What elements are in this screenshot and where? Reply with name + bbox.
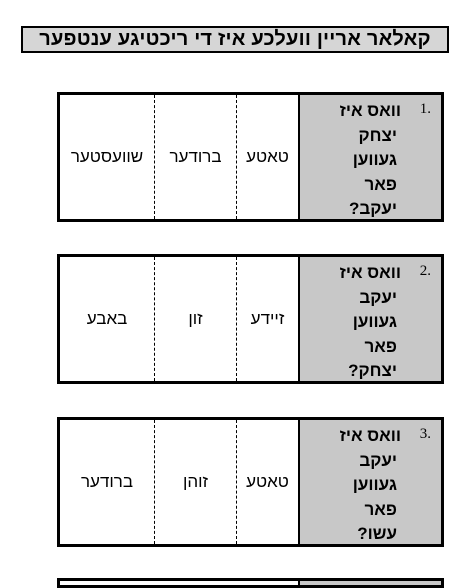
question-line: פאר	[364, 174, 397, 194]
question-line: וואס איז	[339, 101, 401, 120]
answer-option[interactable]: טאטע	[246, 472, 289, 491]
worksheet-title: קאלאר אריין וועלכע איז די ריכטיגע ענטפער	[21, 26, 449, 53]
question-line: געווען	[352, 150, 397, 169]
question-line: יצחק	[358, 125, 398, 145]
question-line: וואס איז	[339, 263, 401, 282]
answer-option[interactable]: זון	[155, 257, 237, 381]
question-line: יצחק?	[348, 361, 397, 380]
question-number: 1.	[419, 101, 431, 117]
answer-option[interactable]: ברודער	[60, 420, 155, 544]
question-number: 2.	[419, 263, 431, 279]
question-box-4-partial	[57, 578, 444, 588]
question-prompt: 3. וואס איז יעקב געווען פאר עשו?	[298, 420, 441, 544]
answer-option[interactable]: באבע	[60, 257, 155, 381]
question-line: יעקב	[359, 287, 397, 307]
question-prompt: 2. וואס איז יעקב געווען פאר יצחק?	[298, 257, 441, 381]
question-box-2: באבע זון זיידע 2. וואס איז יעקב געווען פ…	[57, 254, 444, 384]
question-line: עשו?	[357, 524, 397, 543]
answer-row	[60, 581, 298, 585]
question-line: יעקב?	[348, 199, 397, 218]
answer-option[interactable]: שוועסטער	[60, 95, 155, 219]
question-line: יעקב	[359, 450, 397, 470]
question-box-3: ברודער זוהן טאטע 3. וואס איז יעקב געווען…	[57, 417, 444, 547]
question-prompt	[298, 581, 441, 585]
answer-row: שוועסטער ברודער טאטע	[60, 95, 298, 219]
question-line: געווען	[352, 475, 397, 494]
question-box-1: שוועסטער ברודער טאטע 1. וואס איז יצחק גע…	[57, 92, 444, 222]
answer-option[interactable]: טאטע	[246, 147, 289, 166]
question-line: וואס איז	[339, 426, 401, 445]
question-line: פאר	[364, 336, 397, 356]
answer-option[interactable]: זוהן	[155, 420, 237, 544]
question-line: פאר	[364, 499, 397, 519]
question-number: 3.	[419, 426, 431, 442]
question-prompt: 1. וואס איז יצחק געווען פאר יעקב?	[298, 95, 441, 219]
answer-option[interactable]: ברודער	[155, 95, 237, 219]
question-line: געווען	[352, 312, 397, 331]
answer-row: ברודער זוהן טאטע	[60, 420, 298, 544]
answer-option[interactable]: זיידע	[250, 309, 285, 328]
answer-row: באבע זון זיידע	[60, 257, 298, 381]
